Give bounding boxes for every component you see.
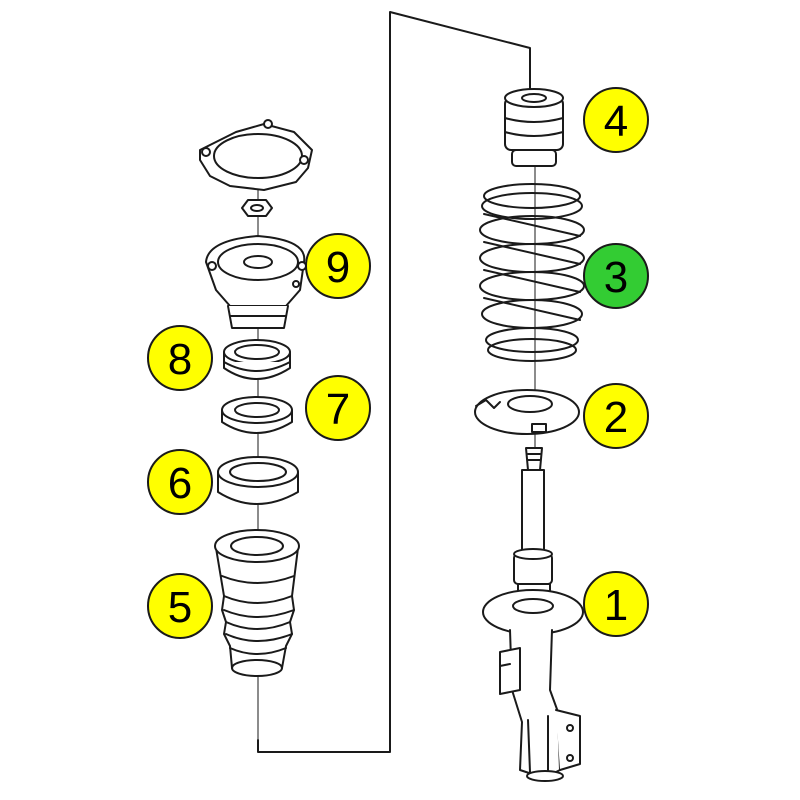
callout-4: 4 bbox=[583, 87, 649, 153]
callout-7-label: 7 bbox=[326, 385, 350, 434]
callout-2: 2 bbox=[583, 383, 649, 449]
strut-part bbox=[482, 447, 584, 782]
callout-3-label: 3 bbox=[604, 253, 628, 302]
callout-1: 1 bbox=[583, 571, 649, 637]
spring-pad-part bbox=[221, 396, 293, 434]
callout-9-bubble bbox=[305, 233, 371, 299]
strut-bearing-part bbox=[223, 339, 291, 380]
callout-5-label: 5 bbox=[168, 583, 192, 632]
callout-6-label: 6 bbox=[168, 459, 192, 508]
callout-2-bubble bbox=[583, 383, 649, 449]
bump-stop-part bbox=[504, 88, 564, 167]
callout-7: 7 bbox=[305, 375, 371, 441]
callout-2-label: 2 bbox=[604, 393, 628, 442]
callout-4-bubble bbox=[583, 87, 649, 153]
nut-part bbox=[241, 199, 273, 217]
callout-3-bubble bbox=[583, 243, 649, 309]
callout-8-bubble bbox=[147, 325, 213, 391]
coil-spring-part bbox=[479, 183, 585, 362]
callout-6: 6 bbox=[147, 449, 213, 515]
assembly-guide-line bbox=[257, 11, 531, 753]
callout-8: 8 bbox=[147, 325, 213, 391]
callout-1-label: 1 bbox=[604, 581, 628, 630]
callout-9: 9 bbox=[305, 233, 371, 299]
callout-8-label: 8 bbox=[168, 335, 192, 384]
callout-3: 3 bbox=[583, 243, 649, 309]
dust-boot-part bbox=[214, 529, 300, 677]
callout-1-bubble bbox=[583, 571, 649, 637]
callout-9-label: 9 bbox=[326, 243, 350, 292]
callout-7-bubble bbox=[305, 375, 371, 441]
lower-spring-seat-part bbox=[474, 389, 580, 435]
callout-5-bubble bbox=[147, 573, 213, 639]
top-plate-part bbox=[199, 119, 313, 191]
callout-5: 5 bbox=[147, 573, 213, 639]
callout-4-label: 4 bbox=[604, 97, 628, 146]
strut-top-mount-part bbox=[205, 235, 307, 329]
upper-spring-seat-part bbox=[217, 456, 299, 505]
callout-6-bubble bbox=[147, 449, 213, 515]
